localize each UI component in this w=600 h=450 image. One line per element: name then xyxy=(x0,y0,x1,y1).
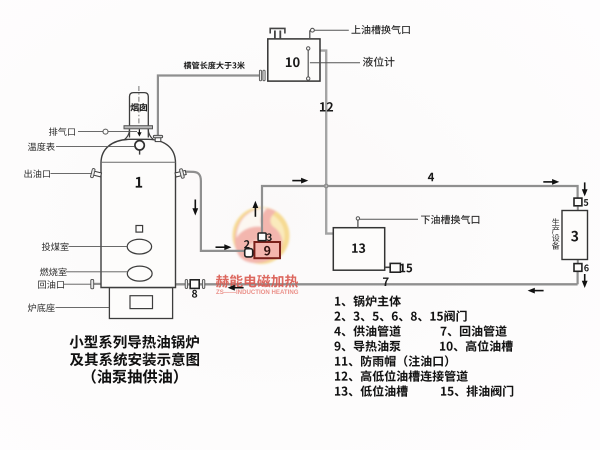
svg-text:ZS——INDUCTION HEATING: ZS——INDUCTION HEATING xyxy=(216,289,299,296)
